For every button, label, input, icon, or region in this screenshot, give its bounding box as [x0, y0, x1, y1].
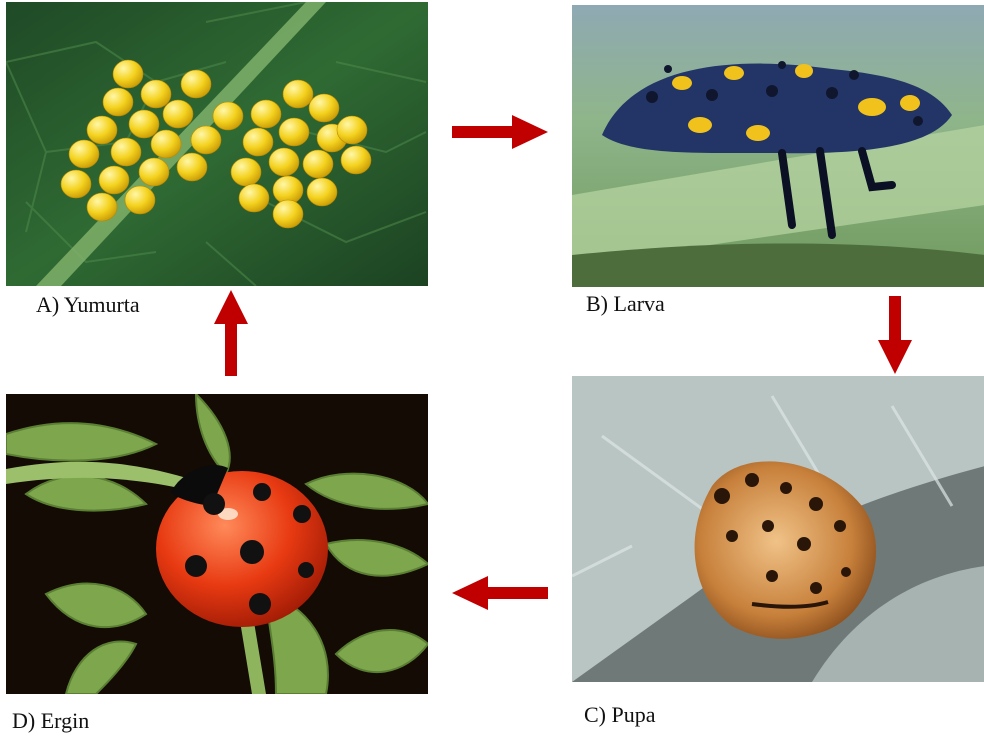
pupa-stage-image [572, 376, 984, 682]
arrow-up-icon [212, 288, 250, 378]
egg-stage-image [6, 2, 428, 286]
larva-stage-caption: B) Larva [586, 291, 665, 317]
arrow-down-icon [876, 294, 914, 376]
arrow-right-icon [450, 113, 550, 151]
adult-stage-caption: D) Ergin [12, 708, 89, 734]
adult-stage-image [6, 394, 428, 694]
arrow-left-icon [450, 574, 550, 612]
pupa-stage-caption: C) Pupa [584, 702, 656, 728]
larva-stage-image [572, 5, 984, 287]
egg-stage-caption: A) Yumurta [36, 292, 140, 318]
